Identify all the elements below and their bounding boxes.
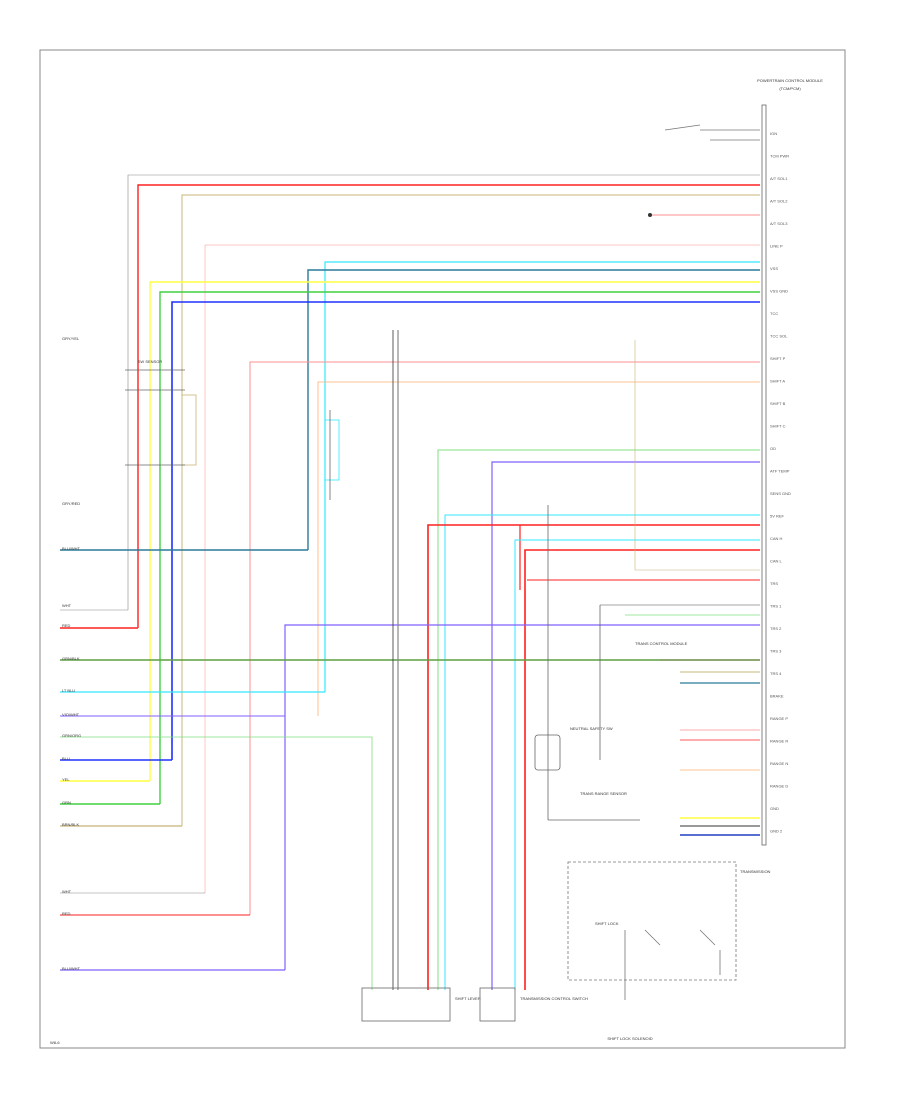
left-connector-label: RED [62, 623, 71, 628]
wire-violet [284, 624, 760, 970]
wire-tan [181, 194, 760, 826]
ecm-pin-label: GND [770, 806, 779, 811]
left-connector-label: VIO/WHT [62, 712, 80, 717]
ecm-pin-label: TRS 1 [770, 604, 782, 609]
bottom-sw-label: SHIFT LOCK [595, 921, 619, 926]
ecm-pin-label: TRS 3 [770, 649, 782, 654]
shift-solenoid [324, 410, 340, 500]
ecm-pin-label: SENS GND [770, 491, 791, 496]
ecm-pin-label: GND 2 [770, 829, 783, 834]
ecm-pin-label: RANGE D [770, 784, 788, 789]
trans-module-label: TRANS CONTROL MODULE [635, 641, 688, 646]
wire-violet [491, 461, 760, 990]
ecm-pin-label: A/T SOL3 [770, 221, 788, 226]
trans-module: TRANS CONTROL MODULE [635, 641, 688, 646]
wire-red [427, 524, 760, 990]
wire-ltgreen [60, 736, 373, 990]
ecm-pin-label: BRAKE [770, 694, 784, 699]
wire-blue [171, 301, 760, 760]
box-shift-lever: SHIFT LEVER [361, 987, 481, 1022]
ecm-pin-label: LINE P [770, 244, 783, 249]
bottom-sub-label: SHIFT LOCK SOLENOID [607, 1036, 652, 1041]
ecm-pin-label: RANGE N [770, 761, 788, 766]
left-connector-label: GRN/BLK [62, 656, 80, 661]
left-connector-label: WHT [62, 889, 72, 894]
wire-cyan [324, 261, 760, 692]
wire-tan [634, 340, 760, 571]
ecm-pin-label: ATF TEMP [770, 469, 790, 474]
ecm-pin-label: SHIFT P [770, 356, 786, 361]
wire-ltgreen [437, 449, 760, 990]
ecm-pin-label: 5V REF [770, 514, 785, 519]
wire-red [137, 184, 760, 628]
ecm-pin-label: OD [770, 446, 776, 451]
left-connector-label: WHT [62, 603, 72, 608]
range-sensor-label: TRANS RANGE SENSOR [580, 791, 627, 796]
left-sensor: SW SENSOR [125, 359, 197, 466]
wire-gray [127, 174, 760, 610]
wire-cyan [444, 514, 760, 990]
ecm-pin-label: SHIFT C [770, 424, 786, 429]
ecm-pin-label: CAN H [770, 536, 783, 541]
ecm-pin-label: TRS 4 [770, 671, 782, 676]
bottom-right-block: SHIFT LOCK SHIFT LOCK SOLENOID TRANSMISS… [567, 861, 771, 1041]
ecm-pin-label: VSS GND [770, 289, 788, 294]
box-trans-switch: TRANSMISSION CONTROL SWITCH [479, 987, 588, 1022]
ecm-connector: POWERTRAIN CONTROL MODULE (TCM/PCM) IGN T… [757, 78, 823, 846]
pink-sensor [648, 213, 760, 217]
left-connector-label: YEL [62, 777, 70, 782]
wire-red [524, 549, 760, 990]
wire-green [159, 291, 760, 804]
left-connector-labels: GRY/YEL GRY/RED BLU/WHT WHT RED GRN/BLK LT BLU… [62, 336, 81, 971]
wire-pink [204, 244, 760, 893]
diagram-frame [39, 49, 846, 1049]
sensor-label-left: SW SENSOR [138, 359, 163, 364]
ecm-pin-label: RANGE R [770, 739, 788, 744]
wire-teal [307, 269, 760, 550]
neutral-safety-switch: NEUTRAL SAFETY SW TRANS RANGE SENSOR [534, 505, 640, 821]
ecm-pin-label: TRS 2 [770, 626, 782, 631]
ecm-pin-label: SHIFT B [770, 401, 786, 406]
wire-pink [249, 361, 760, 915]
left-connector-label: BLU [62, 756, 70, 761]
left-connector-label: RED [62, 911, 71, 916]
box-shift-lever-label: SHIFT LEVER [455, 996, 481, 1001]
ecm-pin-label: IGN [770, 131, 777, 136]
ecm-pin-label: CAN L [770, 559, 783, 564]
left-connector-label: BLU/WHT [62, 546, 81, 551]
ecm-pin-label: TCM PWR [770, 154, 789, 159]
wire-cyan [514, 539, 760, 990]
ecm-pin-label: VSS [770, 266, 778, 271]
wire-harness [60, 174, 760, 990]
wire-orange [317, 381, 760, 716]
left-connector-label: BRN/BLK [62, 822, 79, 827]
left-connector-label: BLU/WHT [62, 966, 81, 971]
left-connector-label: GRY/RED [62, 501, 80, 506]
left-connector-label: GRN [62, 800, 71, 805]
ecm-pin-label: TCC SOL [770, 334, 788, 339]
ecm-pin-label: TRS [770, 581, 778, 586]
top-switch [664, 124, 760, 141]
footer-code: W8-6 [50, 1040, 60, 1045]
nss-label: NEUTRAL SAFETY SW [570, 726, 613, 731]
ecm-pin-label: TCC [770, 311, 778, 316]
right-block-label: TRANSMISSION [740, 869, 771, 874]
wire-yellow [149, 281, 760, 781]
box-trans-switch-label: TRANSMISSION CONTROL SWITCH [520, 996, 588, 1001]
ecm-pin-label: A/T SOL2 [770, 199, 788, 204]
left-connector-label: GRY/YEL [62, 336, 80, 341]
left-connector-label: LT BLU [62, 688, 75, 693]
ecm-name: POWERTRAIN CONTROL MODULE [757, 78, 823, 83]
ecm-sub: (TCM/PCM) [779, 86, 801, 91]
ecm-pin-label: RANGE P [770, 716, 788, 721]
ecm-pin-label: SHIFT A [770, 379, 785, 384]
ecm-pin-label: A/T SOL1 [770, 176, 788, 181]
left-connector-label: GRN/ORG [62, 733, 81, 738]
